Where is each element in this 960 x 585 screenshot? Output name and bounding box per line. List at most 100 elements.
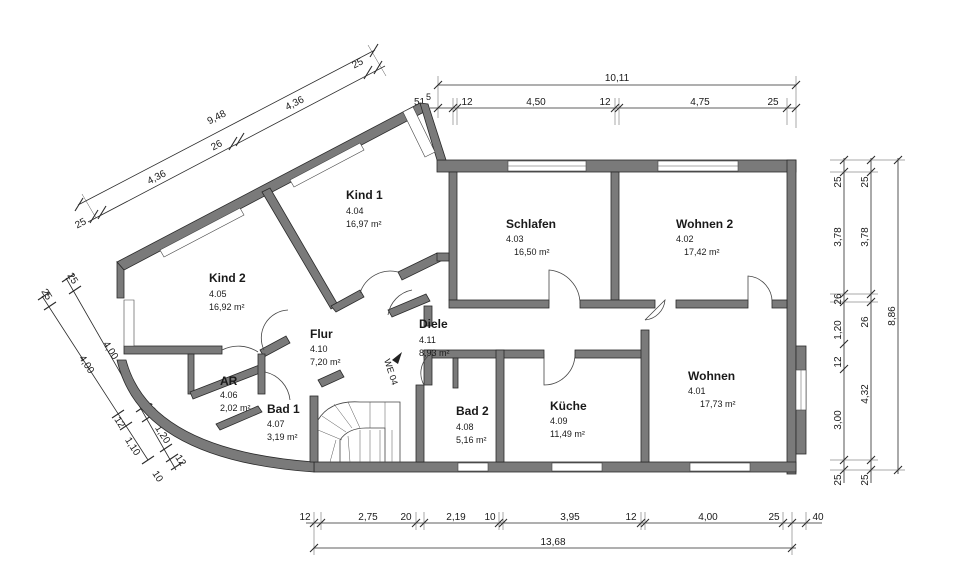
dim-diag-25a: 25 (73, 216, 88, 231)
room-area: 2,02 m² (220, 403, 251, 413)
room-number: 4.08 (456, 422, 474, 432)
room-name: Bad 2 (456, 404, 489, 418)
room-bad2: Bad 2 4.08 5,16 m² (456, 404, 489, 445)
wall-kind1-south-b (397, 252, 442, 281)
dim-diag-436b: 4,36 (284, 94, 307, 113)
room-name: Küche (550, 399, 587, 413)
wall-diele-nw (387, 293, 431, 318)
wall-northeast (419, 102, 447, 161)
walls (116, 102, 807, 475)
entrance-arrow-icon (392, 352, 402, 364)
wall-southwest-curve (116, 359, 315, 473)
wall-schlafen-south-b (579, 299, 656, 309)
dim-right-378: 3,78 (833, 227, 844, 247)
dim-right-12: 12 (833, 356, 844, 368)
wall-schlafen-west (448, 171, 458, 301)
wall-ar-west (187, 353, 195, 395)
room-area: 16,97 m² (346, 219, 382, 229)
room-number: 4.01 (688, 386, 706, 396)
dim-top-51: 51 (414, 97, 426, 108)
room-bad1: Bad 1 4.07 3,19 m² (267, 402, 300, 442)
dim-top-12a: 12 (461, 97, 473, 108)
dim-left-110: 1,10 (122, 435, 142, 458)
room-area: 11,49 m² (550, 429, 585, 439)
room-wohnen: Wohnen 4.01 17,73 m² (688, 369, 736, 409)
wall-kueche-east (640, 329, 650, 463)
room-name: Wohnen 2 (676, 217, 733, 231)
room-name: Kind 1 (346, 188, 383, 202)
room-number: 4.02 (676, 234, 694, 244)
wall-stair-west (309, 395, 319, 463)
dim-diag-total: 9,48 (206, 108, 229, 127)
room-name: Kind 2 (209, 271, 246, 285)
doors (221, 269, 773, 401)
wall-bad2-west (415, 384, 425, 463)
dim-mid-25b: 25 (860, 474, 871, 486)
room-number: 4.03 (506, 234, 524, 244)
window-kind1-north (289, 142, 365, 188)
wall-west-top (116, 260, 125, 299)
dim-top-51-sup: 5 (426, 92, 431, 102)
room-name: Schlafen (506, 217, 556, 231)
staircase: WE 04 (317, 352, 402, 463)
dim-top-475: 4,75 (690, 97, 710, 108)
room-kueche: Küche 4.09 11,49 m² (550, 399, 587, 439)
room-flur: Flur 4.10 7,20 m² (310, 327, 341, 367)
dim-inner-12b: 12 (172, 453, 188, 469)
wall-flur-south (317, 369, 345, 388)
dim-mid-378: 3,78 (860, 227, 871, 247)
dim-right-25b: 25 (833, 474, 844, 486)
dim-inner-400: 4,00 (100, 339, 120, 362)
dim-right-total: 8,86 (887, 306, 898, 326)
door-entrance (387, 289, 413, 316)
wall-wohnen2-south-b (771, 299, 788, 309)
dim-inner-25: 25 (64, 271, 80, 287)
room-number: 4.06 (220, 390, 238, 400)
room-name: AR (220, 374, 238, 388)
dim-bottom-20: 20 (400, 512, 412, 523)
room-area: 3,19 m² (267, 432, 298, 442)
wall-schlafen-east (610, 171, 620, 301)
dim-diag-25b: 25 (350, 56, 365, 71)
window-kind2 (123, 299, 135, 347)
dim-bottom-219: 2,19 (446, 512, 466, 523)
dim-top-12b: 12 (599, 97, 611, 108)
dim-left-400: 4,00 (76, 353, 96, 376)
room-number: 4.07 (267, 419, 285, 429)
dim-mid-25a: 25 (860, 176, 871, 188)
room-number: 4.05 (209, 289, 227, 299)
room-kind2: Kind 2 4.05 16,92 m² (209, 271, 246, 312)
wall-bad2-east (495, 349, 505, 463)
dim-top-25: 25 (767, 97, 779, 108)
dim-bottom-10: 10 (484, 512, 496, 523)
window-wohnen (689, 462, 751, 472)
window-kind2-north (159, 207, 245, 258)
dim-bottom-400: 4,00 (698, 512, 718, 523)
dim-diag-436a: 4,36 (146, 168, 169, 187)
room-name: Wohnen (688, 369, 735, 383)
door-ar (221, 345, 259, 353)
dim-right-300: 3,00 (833, 410, 844, 430)
room-area: 16,50 m² (514, 247, 550, 257)
door-kueche (543, 353, 576, 386)
room-diele: Diele 4.11 8,93 m² (419, 317, 450, 358)
dim-bottom-395: 3,95 (560, 512, 580, 523)
door-schlafen (548, 269, 581, 305)
door-kind2 (260, 309, 289, 351)
dim-bottom-40: 40 (812, 512, 824, 523)
room-area: 8,93 m² (419, 348, 450, 358)
room-area: 7,20 m² (310, 357, 341, 367)
wall-diele-west-b (423, 349, 433, 386)
dim-inner-10: 10 (149, 469, 165, 485)
wall-bad2-shaft (452, 357, 459, 389)
window-kind1 (402, 106, 436, 158)
dim-bottom-12b: 12 (625, 512, 637, 523)
room-name: Flur (310, 327, 333, 341)
room-wohnen2: Wohnen 2 4.02 17,42 m² (676, 217, 733, 257)
wall-kind2-south (123, 345, 223, 355)
dimension-lines (37, 43, 905, 555)
room-name: Bad 1 (267, 402, 300, 416)
wall-top-right (436, 159, 797, 173)
